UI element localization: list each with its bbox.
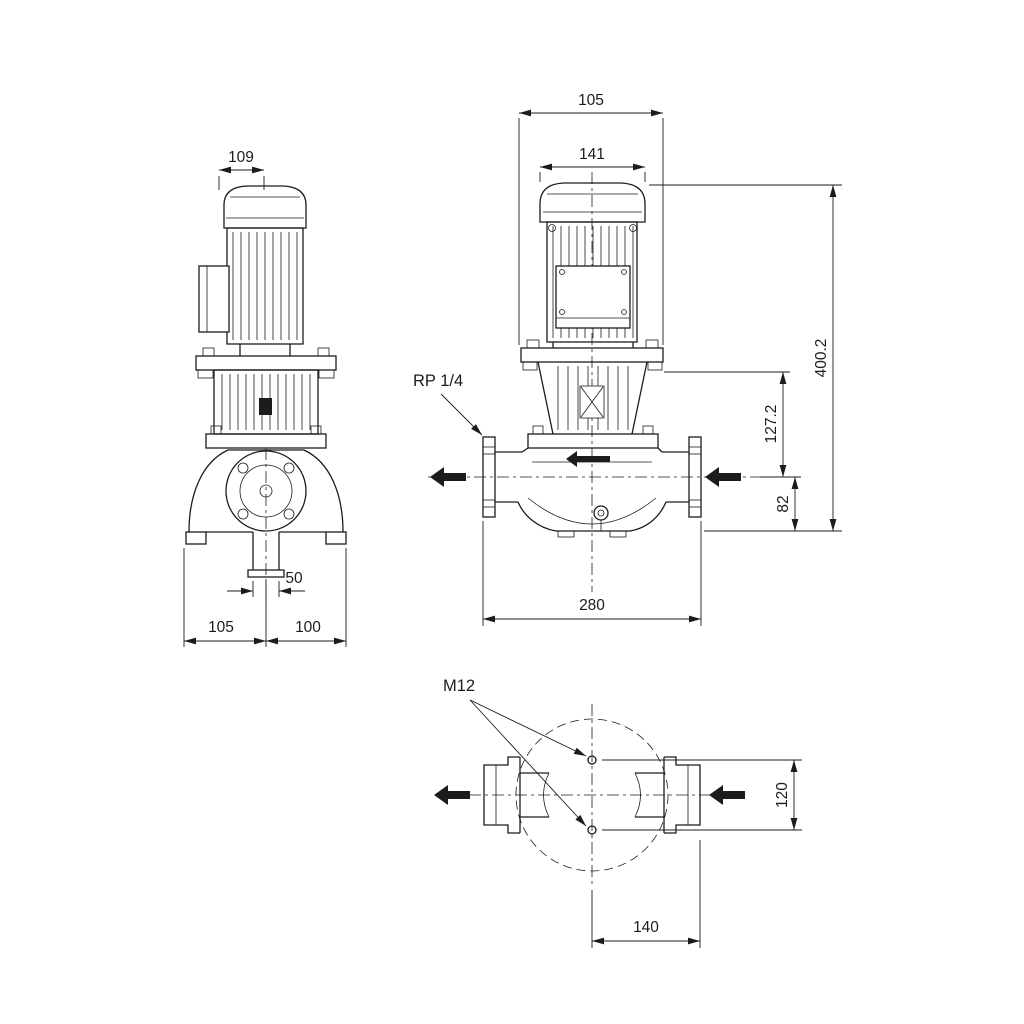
dim-side-105-label: 105 — [208, 619, 234, 636]
lifting-eye-left — [548, 224, 556, 232]
discharge-flange-right — [688, 436, 702, 518]
flow-direction-arrow-left — [430, 467, 466, 487]
motor-body-front — [546, 221, 638, 343]
suction-flange-left — [482, 436, 496, 518]
dim-front-400-2: 400.2 — [649, 184, 842, 532]
dim-side-109-label: 109 — [228, 149, 254, 166]
front-view: RP 1/4 105 141 400.2 127.2 — [413, 92, 842, 626]
plan-view: M12 120 140 — [434, 677, 802, 948]
label-m12: M12 — [443, 677, 587, 827]
dim-front-127-2-label: 127.2 — [763, 405, 780, 444]
dim-side-109: 109 — [218, 149, 265, 190]
foot-left-side — [185, 531, 207, 545]
dim-plan-120: 120 — [602, 759, 802, 831]
side-view: 109 50 105 100 — [183, 149, 347, 647]
terminal-box-side — [198, 265, 230, 333]
dim-plan-140: 140 — [591, 840, 701, 948]
flange-plan-right — [634, 756, 701, 834]
drain-plug — [593, 505, 609, 531]
dim-front-141-label: 141 — [579, 146, 605, 163]
bolt-hole-bottom — [587, 825, 597, 835]
motor-stool-side — [195, 344, 337, 379]
coupling-window-side — [259, 398, 272, 415]
dim-front-82: 82 — [775, 477, 799, 531]
dim-front-141: 141 — [539, 146, 646, 182]
motor-stool-front — [520, 339, 664, 371]
flow-direction-arrow-internal — [566, 451, 610, 467]
terminal-box-front — [555, 265, 631, 329]
port-stub-side — [247, 532, 285, 578]
m12-leader-top — [469, 699, 587, 757]
seal-plate-front — [527, 425, 659, 449]
rp-quarter-leader — [440, 393, 483, 436]
motor-body-side — [226, 227, 304, 345]
foot-right-side — [325, 531, 347, 545]
rp-quarter-text: RP 1/4 — [413, 372, 463, 390]
motor-outline-hidden — [515, 718, 669, 872]
m12-leader-bottom — [469, 699, 587, 827]
flange-face-side — [225, 450, 307, 532]
dim-front-105: 105 — [518, 92, 664, 345]
dim-side-50: 50 — [227, 570, 305, 597]
label-rp-quarter: RP 1/4 — [413, 372, 483, 436]
motor-fins-side — [232, 232, 298, 340]
motor-cap-side — [223, 185, 307, 229]
volute-side — [185, 449, 347, 578]
bolt-hole-top — [587, 755, 597, 765]
dim-side-100-label: 100 — [295, 619, 321, 636]
seal-plate-side — [205, 425, 327, 449]
dim-front-400-2-label: 400.2 — [813, 339, 830, 378]
dim-front-127-2: 127.2 — [664, 371, 801, 478]
pump-head-front — [537, 361, 648, 435]
flow-direction-arrow-plan-right — [709, 785, 745, 805]
pump-head-side — [213, 369, 319, 435]
motor-cap-front — [539, 182, 646, 232]
dim-side-105-100: 105 100 — [183, 548, 347, 647]
dim-front-280-label: 280 — [579, 597, 605, 614]
dim-plan-120-label: 120 — [774, 782, 791, 808]
flange-plan-left — [483, 756, 550, 834]
dim-plan-140-label: 140 — [633, 919, 659, 936]
m12-text: M12 — [443, 677, 475, 695]
dim-front-82-label: 82 — [775, 495, 792, 512]
dim-front-280: 280 — [482, 521, 702, 626]
flow-direction-arrow-right — [705, 467, 741, 487]
flow-direction-arrow-plan-left — [434, 785, 470, 805]
dim-front-105-label: 105 — [578, 92, 604, 109]
dim-side-50-label: 50 — [285, 570, 303, 587]
